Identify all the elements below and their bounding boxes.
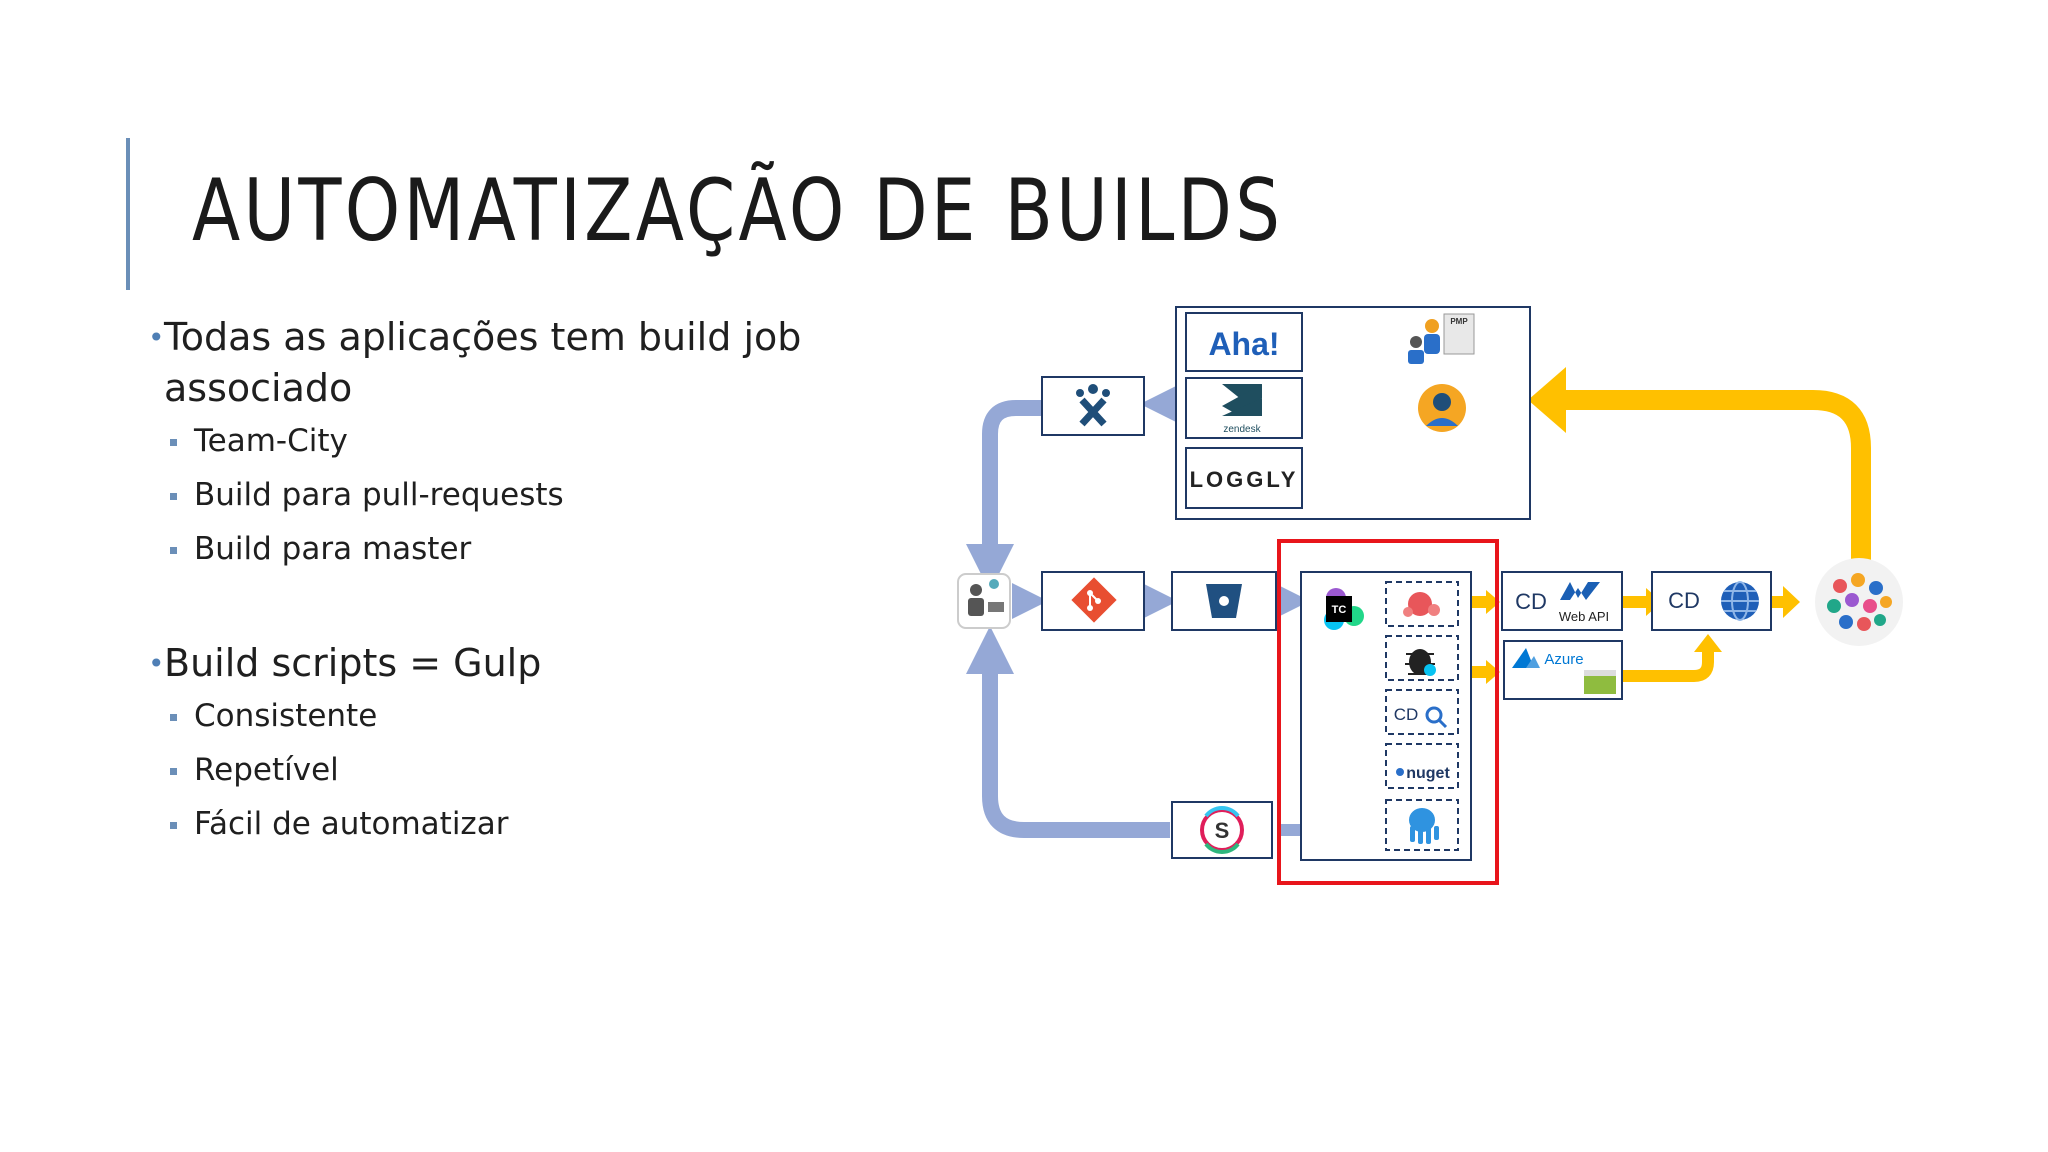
webapi-cd-label: CD <box>1515 589 1547 614</box>
sub-bullet-text: Repetível <box>194 752 339 788</box>
arrowhead <box>1694 634 1722 652</box>
blue-loop-bottom <box>990 650 1170 830</box>
bullet-2-text: Build scripts = Gulp <box>164 641 541 685</box>
aha-logo: Aha! <box>1208 326 1279 362</box>
tc-to-azure-arrow <box>1472 666 1486 678</box>
azure-app-titlebar <box>1584 670 1616 676</box>
sub-bullet: Fácil de automatizar <box>148 797 868 851</box>
accent-bar <box>126 138 130 290</box>
slide-title: AUTOMATIZAÇÃO DE BUILDS <box>192 168 1283 254</box>
bullet-list: • Todas as aplicações tem build job asso… <box>148 312 868 851</box>
feedback-loop-arrowhead <box>1528 367 1566 433</box>
sub-bullet-text: Build para pull-requests <box>194 477 564 513</box>
azure-to-cd-arrow <box>1622 652 1708 676</box>
sub-bullet: Repetível <box>148 743 868 797</box>
sub-bullet-text: Fácil de automatizar <box>194 806 508 842</box>
tc-to-webapi-arrow <box>1472 596 1486 608</box>
users-cloud-icon <box>1815 558 1903 646</box>
pmp-label: PMP <box>1450 317 1468 326</box>
sub-bullet: Build para pull-requests <box>148 468 868 522</box>
zendesk-label: zendesk <box>1223 424 1261 435</box>
nuget-label: nuget <box>1406 765 1450 782</box>
sub-bullet: Team-City <box>148 414 868 468</box>
bullet-1: • Todas as aplicações tem build job asso… <box>148 312 868 414</box>
support-agent-icon <box>1418 384 1466 432</box>
bullet-dot: • <box>148 312 165 363</box>
sub-bullet: Consistente <box>148 689 868 743</box>
sub-bullet-text: Consistente <box>194 698 377 734</box>
cd-globe-label: CD <box>1668 588 1700 613</box>
devops-pipeline-diagram: Aha! zendesk LOGGLY PMP <box>940 296 1940 896</box>
bullet-1-text: Todas as aplicações tem build job <box>164 315 801 359</box>
globe-icon <box>1721 582 1759 620</box>
slack-letter: S <box>1215 818 1230 843</box>
slack-icon: S <box>1202 808 1242 852</box>
bullet-2: • Build scripts = Gulp <box>148 638 868 689</box>
sub-bullet-text: Team-City <box>194 423 348 459</box>
feedback-loop-arrow <box>1566 400 1861 562</box>
blue-loop-top <box>990 408 1042 568</box>
bitbucket-icon <box>1206 584 1242 618</box>
bullet-dot: • <box>148 638 165 689</box>
webapi-to-cd-arrow <box>1622 596 1646 608</box>
bullet-1-cont: associado <box>164 366 352 410</box>
loggly-logo: LOGGLY <box>1190 467 1299 492</box>
webapi-label: Web API <box>1559 609 1609 624</box>
sub-bullet: Build para master <box>148 522 868 576</box>
cd-to-users-arrow <box>1771 596 1783 608</box>
developer-icon <box>958 574 1010 628</box>
sub-bullet-text: Build para master <box>194 531 471 567</box>
tc-to-slack-link <box>1278 824 1302 836</box>
azure-label: Azure <box>1544 651 1583 668</box>
teamcity-label: TC <box>1332 604 1347 616</box>
arrowhead <box>1783 586 1800 618</box>
cd-search-label: CD <box>1394 705 1419 724</box>
